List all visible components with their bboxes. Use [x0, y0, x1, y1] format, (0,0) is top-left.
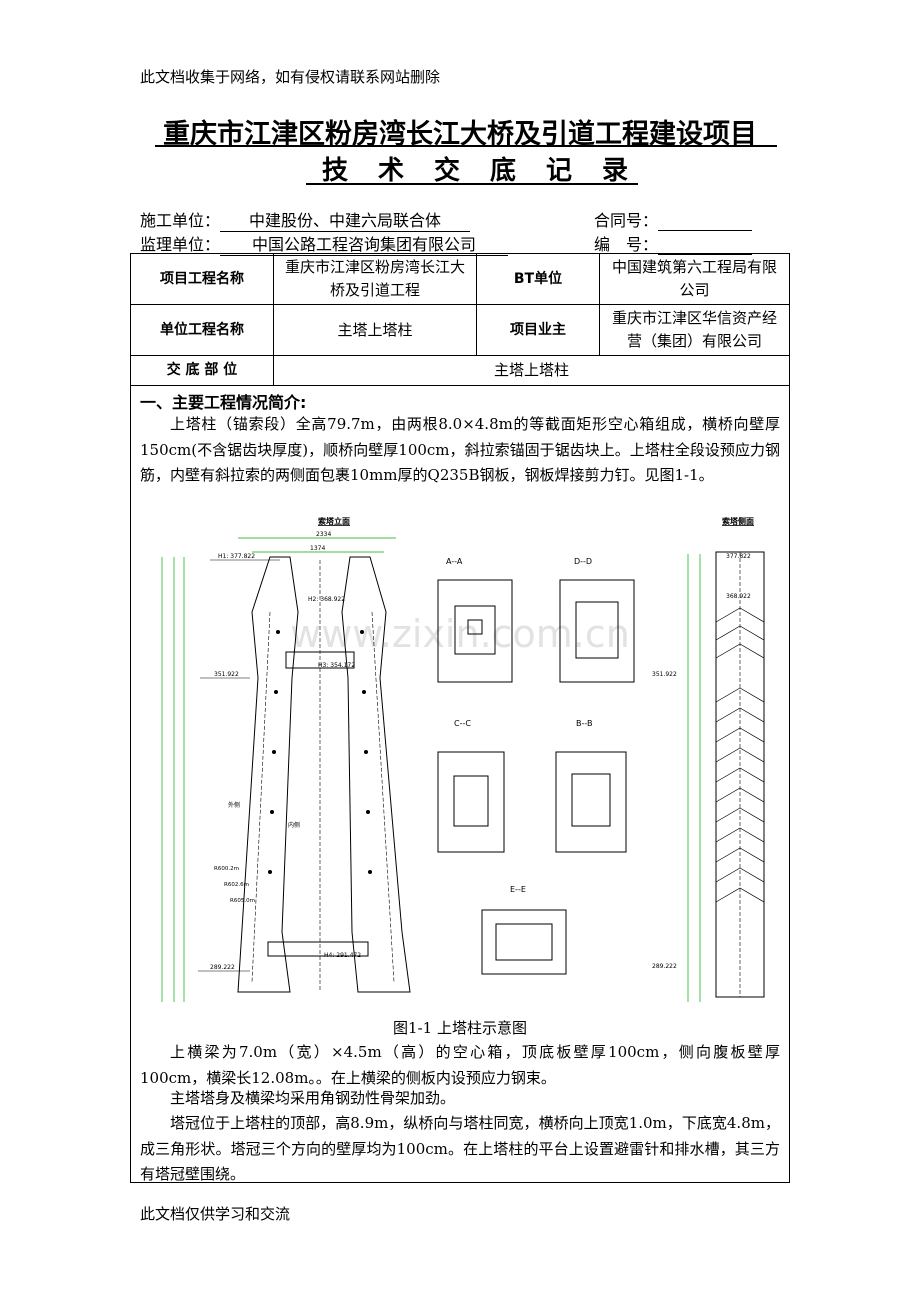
document-title: 重庆市江津区粉房湾长江大桥及引道工程建设项目 [163, 119, 757, 150]
section-cc-title: C--C [454, 719, 471, 728]
header-note: 此文档收集于网络，如有侵权请联系网站删除 [140, 68, 441, 86]
part-value: 主塔上塔柱 [273, 355, 790, 386]
contract-row: 合同号： [594, 207, 753, 231]
elev-289: 289.222 [210, 964, 235, 971]
construction-unit-value: 中建股份、中建六局联合体 [220, 207, 471, 232]
construction-unit-row: 施工单位：中建股份、中建六局联合体 [140, 207, 471, 232]
label-inner: 内侧 [288, 821, 300, 829]
contract-label: 合同号： [594, 211, 659, 230]
side-elev-289: 289.222 [652, 963, 677, 970]
side-elev-top: 377.822 [726, 553, 751, 560]
section-dd-title: D--D [574, 557, 592, 566]
tower-figure: www.zixin.com.cn 索塔立面 2334 1374 H1: 377.… [161, 516, 765, 1002]
front-view-title: 索塔立面 [318, 516, 350, 526]
footer-note: 此文档仅供学习和交流 [140, 1205, 291, 1223]
document-subtitle: 技术交底记录 [321, 156, 658, 186]
side-elev-mid: 368.922 [726, 593, 751, 600]
figure-caption: 图1-1 上塔柱示意图 [393, 1019, 527, 1037]
elev-h2: H2: 368.922 [308, 596, 345, 603]
construction-unit-label: 施工单位： [140, 211, 221, 230]
supervision-unit-row: 监理单位：中国公路工程咨询集团有限公司 [140, 231, 509, 256]
dim-top: 2334 [316, 531, 331, 538]
bt-unit-label: BT单位 [476, 253, 600, 305]
unit-name-label: 单位工程名称 [130, 304, 274, 356]
radius-2: R602.6m [224, 882, 249, 888]
section-aa-title: A--A [446, 557, 463, 566]
radius-1: R600.2m [214, 866, 239, 872]
content-box [130, 384, 790, 1183]
owner-value: 重庆市江津区华信资产经营（集团）有限公司 [599, 304, 790, 356]
owner-label: 项目业主 [476, 304, 600, 356]
part-label: 交 底 部 位 [130, 355, 274, 386]
elev-h3: H3: 354.172 [318, 662, 355, 669]
supervision-unit-label: 监理单位： [140, 235, 221, 254]
side-view-title: 索塔侧面 [722, 516, 754, 526]
section-title: 一、主要工程情况简介: [140, 393, 307, 412]
paragraph-1: 上塔柱（锚索段）全高79.7m，由两根8.0×4.8m的等截面矩形空心箱组成，横… [140, 415, 780, 484]
side-elev-351: 351.922 [652, 671, 677, 678]
paragraph-4: 塔冠位于上塔柱的顶部，高8.9m，纵桥向与塔柱同宽，横桥向上顶宽1.0m，下底宽… [140, 1114, 780, 1183]
project-name-value: 重庆市江津区粉房湾长江大桥及引道工程 [273, 253, 477, 305]
title-underline [155, 145, 777, 147]
radius-3: R605.0m [230, 898, 255, 904]
subtitle-underline [306, 183, 638, 185]
section-ee-title: E--E [510, 885, 526, 894]
section-bb-title: B--B [576, 719, 592, 728]
label-outer: 外侧 [228, 801, 240, 809]
figure-watermark: www.zixin.com.cn [290, 612, 630, 656]
dim-inner: 1374 [310, 545, 325, 552]
paragraph-3: 主塔塔身及横梁均采用角钢劲性骨架加劲。 [170, 1089, 456, 1107]
number-row: 编 号： [594, 231, 753, 255]
info-table: 项目工程名称 重庆市江津区粉房湾长江大桥及引道工程 BT单位 中国建筑第六工程局… [130, 253, 790, 386]
elev-h1: H1: 377.822 [218, 553, 255, 560]
number-label: 编 号： [594, 235, 659, 254]
paragraph-2: 上横梁为7.0m（宽）×4.5m（高）的空心箱，顶底板壁厚100cm，侧向腹板壁… [140, 1043, 780, 1087]
project-name-label: 项目工程名称 [130, 253, 274, 305]
elev-351: 351.922 [214, 671, 239, 678]
unit-name-value: 主塔上塔柱 [273, 304, 477, 356]
bt-unit-value: 中国建筑第六工程局有限公司 [599, 253, 790, 305]
